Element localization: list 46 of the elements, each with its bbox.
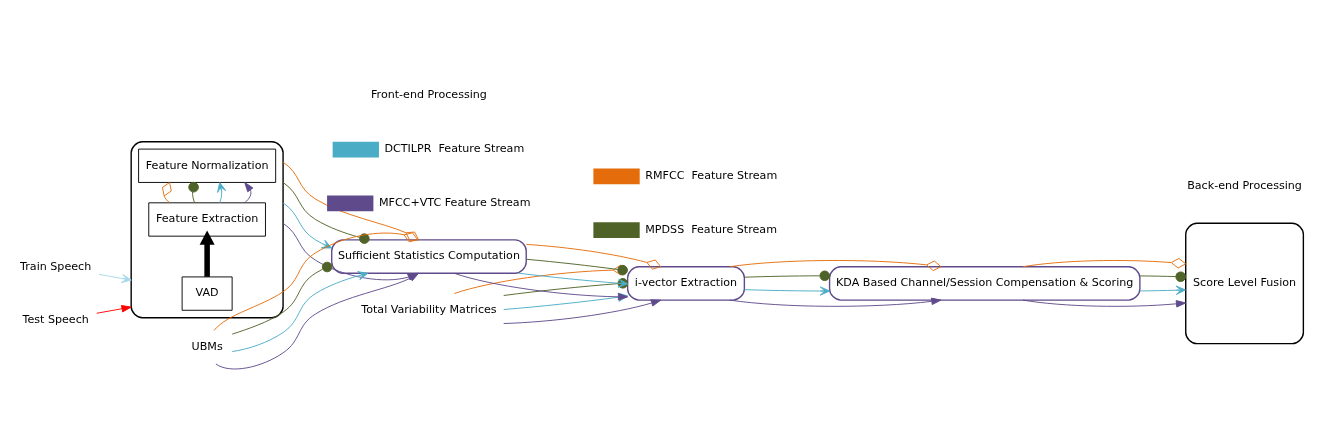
- arrow: [744, 286, 830, 296]
- node-text: Test Speech: [22, 313, 89, 327]
- arrow: [282, 202, 332, 249]
- node-box: VAD: [181, 276, 233, 311]
- node-text: Train Speech: [20, 259, 92, 273]
- node-box: KDA Based Channel/Session Compensation & Scoring: [828, 266, 1141, 301]
- connector: [525, 243, 662, 270]
- arrow: [503, 292, 629, 310]
- node-text: Total Variability Matrices: [361, 303, 497, 317]
- arrow: [729, 297, 942, 307]
- arrow: [199, 230, 215, 277]
- connector: [1022, 258, 1187, 269]
- label: Back-end Processing: [1187, 179, 1302, 193]
- arrow: [1022, 299, 1187, 308]
- node-box: Feature Normalization: [138, 148, 277, 183]
- arrow: [96, 305, 132, 314]
- arrow: [453, 272, 629, 301]
- node-box: i-vector Extraction: [626, 266, 746, 301]
- legend-label: RMFCC Feature Stream: [645, 169, 778, 183]
- node-box: Sufficient Statistics Computation: [331, 239, 527, 274]
- arrow: [231, 271, 369, 352]
- arrow: [1139, 285, 1186, 295]
- arrow: [217, 182, 227, 204]
- node-box: Score Level Fusion: [1185, 222, 1305, 345]
- label: Front-end Processing: [371, 88, 487, 102]
- connector: [282, 161, 420, 241]
- arrow: [244, 182, 254, 204]
- node-text: UBMs: [191, 340, 223, 354]
- connector: [188, 181, 199, 204]
- connector: [503, 278, 629, 296]
- connector: [1139, 271, 1186, 283]
- arrow: [98, 273, 132, 284]
- node-box: Feature Extraction: [148, 202, 266, 237]
- connector: [282, 182, 370, 244]
- connector: [729, 260, 942, 272]
- connector: [453, 264, 629, 294]
- connector: [231, 261, 333, 335]
- arrow: [518, 272, 629, 288]
- legend-label: DCTILPR Feature Stream: [384, 142, 525, 156]
- cluster: [130, 141, 284, 319]
- legend-label: MFCC+VTC Feature Stream: [378, 196, 531, 210]
- arrow: [503, 299, 662, 324]
- connector: [161, 182, 172, 204]
- connector: [744, 270, 830, 282]
- connector: [525, 258, 628, 276]
- legend-label: MPDSS Feature Stream: [645, 223, 777, 237]
